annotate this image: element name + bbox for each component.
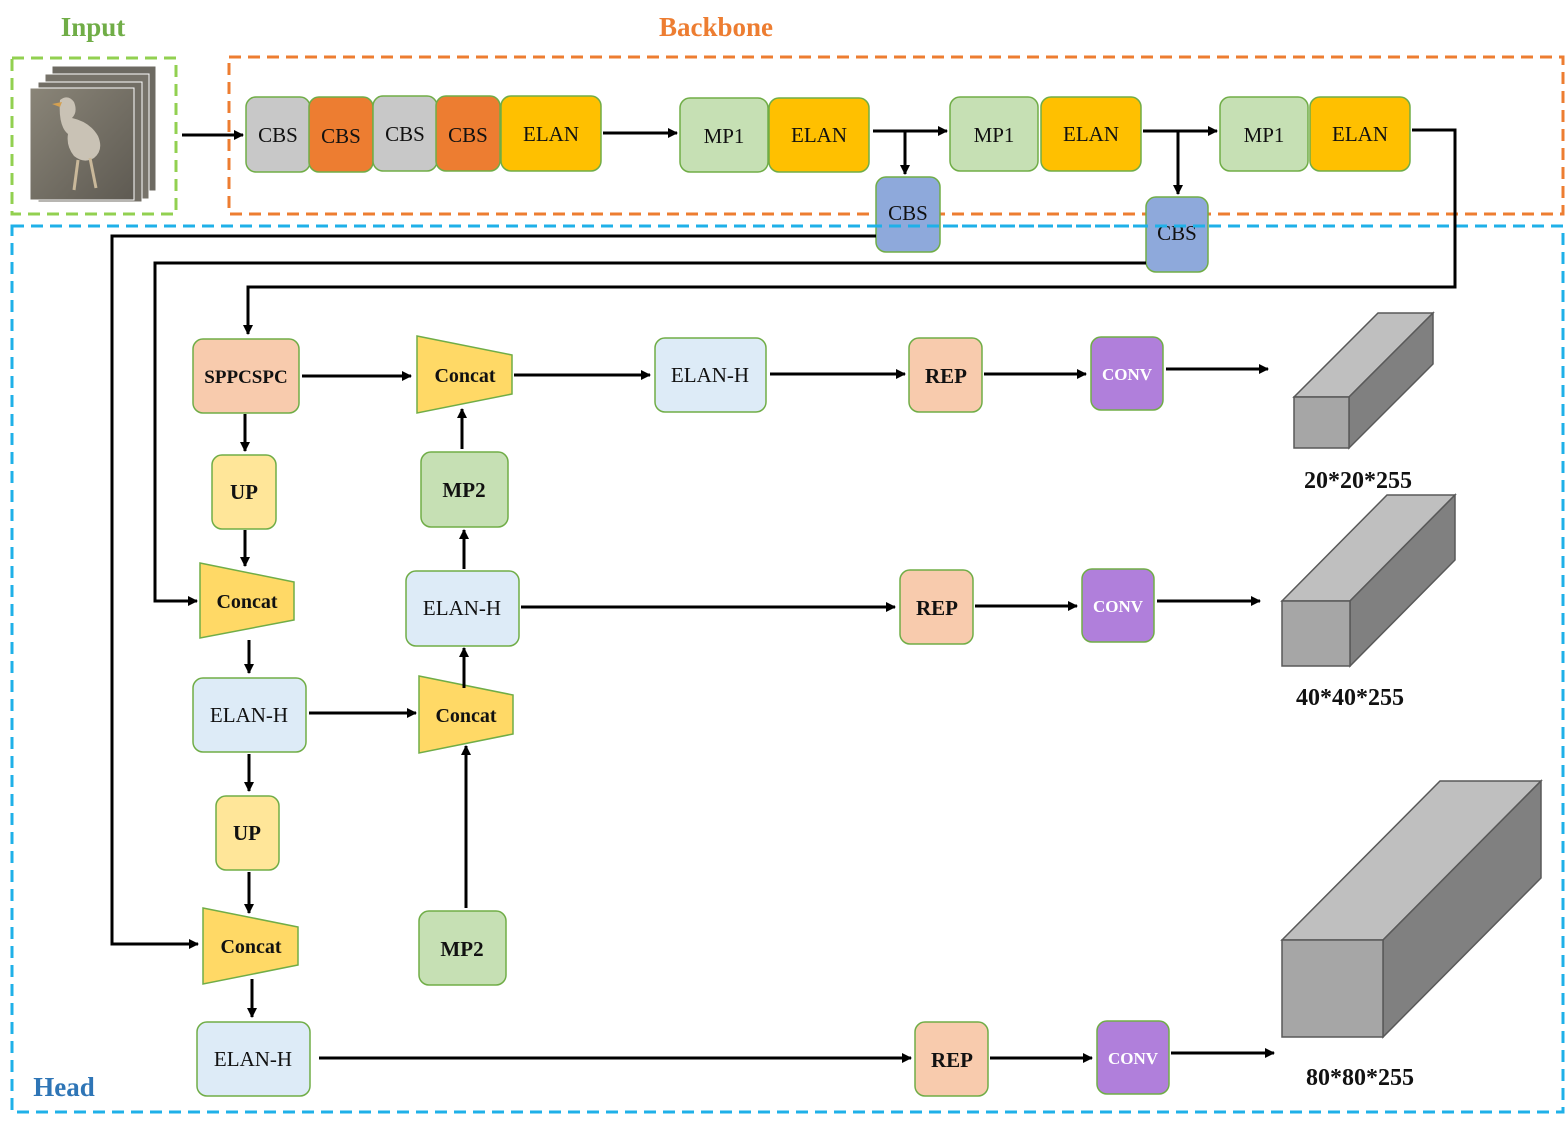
conv-label-1: CONV bbox=[1102, 365, 1153, 384]
output-cuboid-3 bbox=[1280, 779, 1543, 1039]
input-image bbox=[29, 65, 157, 203]
conv-block-1 bbox=[1090, 336, 1164, 411]
rep-block-1 bbox=[908, 337, 983, 413]
elan-label-2: ELAN bbox=[791, 123, 847, 147]
mp2-block-2 bbox=[418, 910, 507, 986]
mp2-label-1: MP2 bbox=[442, 478, 485, 502]
up-label-1: UP bbox=[230, 480, 258, 504]
rep-block-3 bbox=[914, 1021, 989, 1097]
output-cuboid-2 bbox=[1280, 493, 1457, 668]
backbone-group-label: Backbone bbox=[659, 12, 773, 42]
elan-block-3 bbox=[1040, 96, 1142, 172]
cbs-label-1: CBS bbox=[258, 123, 298, 147]
output-dim-label-1: 20*20*255 bbox=[1304, 468, 1412, 494]
concat-label-1: Concat bbox=[216, 591, 277, 613]
elan-label-3: ELAN bbox=[1063, 122, 1119, 146]
mp2-block-1 bbox=[420, 451, 509, 528]
elan-h-block-4 bbox=[654, 337, 767, 413]
up-block-2 bbox=[215, 795, 280, 871]
cbs-label-4: CBS bbox=[448, 123, 488, 147]
cbs-block-4 bbox=[435, 95, 501, 172]
input-group-border bbox=[10, 56, 178, 216]
concat-block-1 bbox=[199, 562, 295, 639]
concat-block-2 bbox=[202, 907, 299, 985]
elan-label-1: ELAN bbox=[523, 122, 579, 146]
up-label-2: UP bbox=[233, 821, 261, 845]
sppcspc-label: SPPCSPC bbox=[204, 367, 287, 388]
mp1-block-1 bbox=[679, 97, 769, 173]
elan-h-label-3: ELAN-H bbox=[423, 596, 501, 620]
elan-h-block-1 bbox=[192, 677, 307, 753]
sppcspc-block bbox=[192, 338, 300, 414]
concat-label-4: Concat bbox=[435, 705, 496, 727]
mp1-label-3: MP1 bbox=[1244, 123, 1285, 147]
output-dim-label-2: 40*40*255 bbox=[1296, 685, 1404, 711]
head-arrows bbox=[240, 364, 1275, 1063]
rep-label-1: REP bbox=[925, 364, 967, 388]
mp2-label-2: MP2 bbox=[440, 937, 483, 961]
head-group-label: Head bbox=[33, 1072, 95, 1102]
concat-block-3 bbox=[416, 335, 513, 414]
output-cuboid-1 bbox=[1292, 311, 1435, 450]
concat-label-3: Concat bbox=[434, 365, 495, 387]
side-cbs-block-2 bbox=[1145, 196, 1209, 273]
mp1-label-1: MP1 bbox=[704, 124, 745, 148]
rep-block-2 bbox=[899, 569, 974, 645]
elan-block-4 bbox=[1309, 96, 1411, 172]
cbs-label-3: CBS bbox=[385, 122, 425, 146]
concat-label-2: Concat bbox=[220, 936, 281, 958]
side-cbs-label-1: CBS bbox=[888, 201, 928, 225]
elan-block-2 bbox=[768, 97, 870, 173]
conv-label-3: CONV bbox=[1108, 1049, 1159, 1068]
mp1-label-2: MP1 bbox=[974, 123, 1015, 147]
elan-h-block-3 bbox=[405, 570, 520, 647]
concat-block-4 bbox=[418, 675, 514, 754]
output-dim-label-3: 80*80*255 bbox=[1306, 1065, 1414, 1091]
elan-block-1 bbox=[500, 95, 602, 172]
input-group-label: Input bbox=[61, 12, 126, 42]
elan-h-label-4: ELAN-H bbox=[671, 363, 749, 387]
elan-h-label-1: ELAN-H bbox=[210, 703, 288, 727]
up-block-1 bbox=[211, 454, 277, 530]
rep-label-2: REP bbox=[916, 596, 958, 620]
head-group-border bbox=[10, 224, 1565, 1114]
elan-h-label-2: ELAN-H bbox=[214, 1047, 292, 1071]
elan-label-4: ELAN bbox=[1332, 122, 1388, 146]
side-cbs-block-1 bbox=[875, 176, 941, 253]
conv-block-2 bbox=[1081, 568, 1155, 643]
mp1-block-3 bbox=[1219, 96, 1309, 172]
conv-block-3 bbox=[1096, 1020, 1170, 1095]
rep-label-3: REP bbox=[931, 1048, 973, 1072]
conv-label-2: CONV bbox=[1093, 597, 1144, 616]
elan-h-block-2 bbox=[196, 1021, 311, 1097]
cbs-label-2: CBS bbox=[321, 124, 361, 148]
mp1-block-2 bbox=[949, 96, 1039, 172]
backbone-arrows bbox=[110, 126, 1457, 949]
